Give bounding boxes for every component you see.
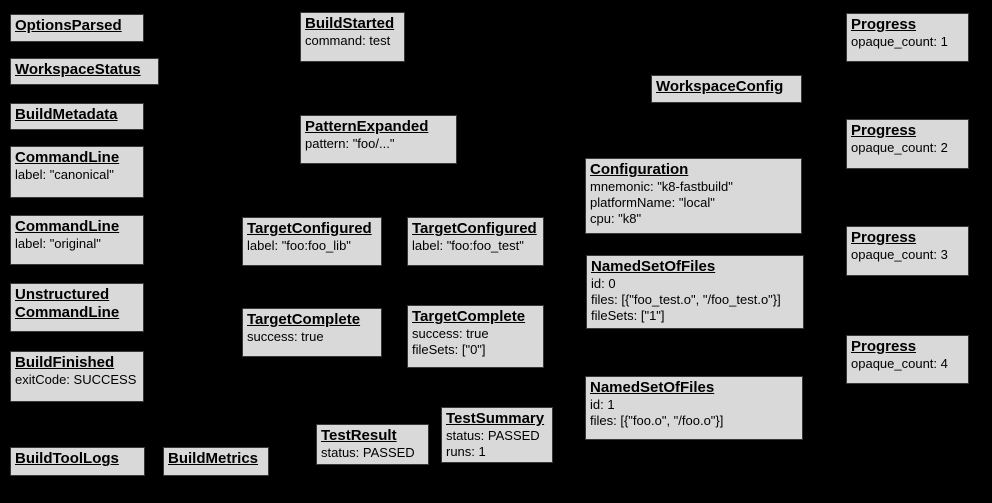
event-node-title: TargetComplete	[412, 308, 526, 325]
event-node-title: CommandLine	[15, 304, 120, 321]
event-node-title: TargetComplete	[247, 311, 361, 328]
event-node-field: fileSets: ["1"]	[591, 308, 665, 323]
event-node-buildmetrics: BuildMetrics	[163, 447, 269, 476]
event-node-field: status: PASSED	[321, 445, 415, 460]
event-node-title: BuildMetrics	[168, 450, 259, 467]
event-node-title: Progress	[851, 16, 917, 33]
event-node-title: Configuration	[590, 161, 689, 178]
event-node-title: WorkspaceConfig	[656, 78, 784, 95]
event-node-field: success: true	[412, 326, 489, 341]
event-node-workspaceconfig: WorkspaceConfig	[651, 75, 802, 103]
event-node-title: CommandLine	[15, 218, 120, 235]
event-node-title: TestSummary	[446, 410, 545, 427]
event-node-field: label: "canonical"	[15, 167, 114, 182]
event-node-buildmetadata: BuildMetadata	[10, 103, 144, 130]
event-node-field: pattern: "foo/..."	[305, 136, 395, 151]
event-node-field: status: PASSED	[446, 428, 540, 443]
event-node-buildtoollogs: BuildToolLogs	[10, 447, 145, 476]
event-node-field: label: "original"	[15, 236, 101, 251]
event-node-field: id: 1	[590, 397, 615, 412]
event-node-field: cpu: "k8"	[590, 211, 642, 226]
event-node-field: files: [{"foo.o", "/foo.o"}]	[590, 413, 724, 428]
event-node-title: Progress	[851, 338, 917, 355]
event-node-field: platformName: "local"	[590, 195, 715, 210]
event-node-title: TargetConfigured	[412, 220, 537, 237]
event-node-title: NamedSetOfFiles	[591, 258, 716, 275]
event-node-field: label: "foo:foo_lib"	[247, 238, 351, 253]
event-node-title: Progress	[851, 122, 917, 139]
event-node-field: success: true	[247, 329, 324, 344]
event-node-title: Unstructured	[15, 286, 110, 303]
event-node-title: TargetConfigured	[247, 220, 372, 237]
event-node-optionsparsed: OptionsParsed	[10, 14, 144, 42]
event-node-title: OptionsParsed	[15, 17, 122, 34]
event-node-field: files: [{"foo_test.o", "/foo_test.o"}]	[591, 292, 781, 307]
event-node-title: BuildMetadata	[15, 106, 118, 123]
event-node-field: runs: 1	[446, 444, 486, 459]
event-node-field: label: "foo:foo_test"	[412, 238, 524, 253]
event-node-title: CommandLine	[15, 149, 120, 166]
event-node-title: BuildStarted	[305, 15, 395, 32]
event-node-title: Progress	[851, 229, 917, 246]
event-node-title: BuildFinished	[15, 354, 115, 371]
event-node-title: TestResult	[321, 427, 397, 444]
event-node-title: PatternExpanded	[305, 118, 429, 135]
event-node-field: command: test	[305, 33, 391, 48]
event-node-field: opaque_count: 1	[851, 34, 948, 49]
event-node-title: WorkspaceStatus	[15, 61, 141, 78]
event-node-field: fileSets: ["0"]	[412, 342, 486, 357]
event-node-title: BuildToolLogs	[15, 450, 119, 467]
event-node-field: exitCode: SUCCESS	[15, 372, 137, 387]
event-node-field: mnemonic: "k8-fastbuild"	[590, 179, 733, 194]
event-node-title: NamedSetOfFiles	[590, 379, 715, 396]
event-node-field: id: 0	[591, 276, 616, 291]
event-node-workspacestatus: WorkspaceStatus	[10, 58, 159, 85]
event-node-field: opaque_count: 3	[851, 247, 948, 262]
event-node-field: opaque_count: 4	[851, 356, 948, 371]
event-node-field: opaque_count: 2	[851, 140, 948, 155]
